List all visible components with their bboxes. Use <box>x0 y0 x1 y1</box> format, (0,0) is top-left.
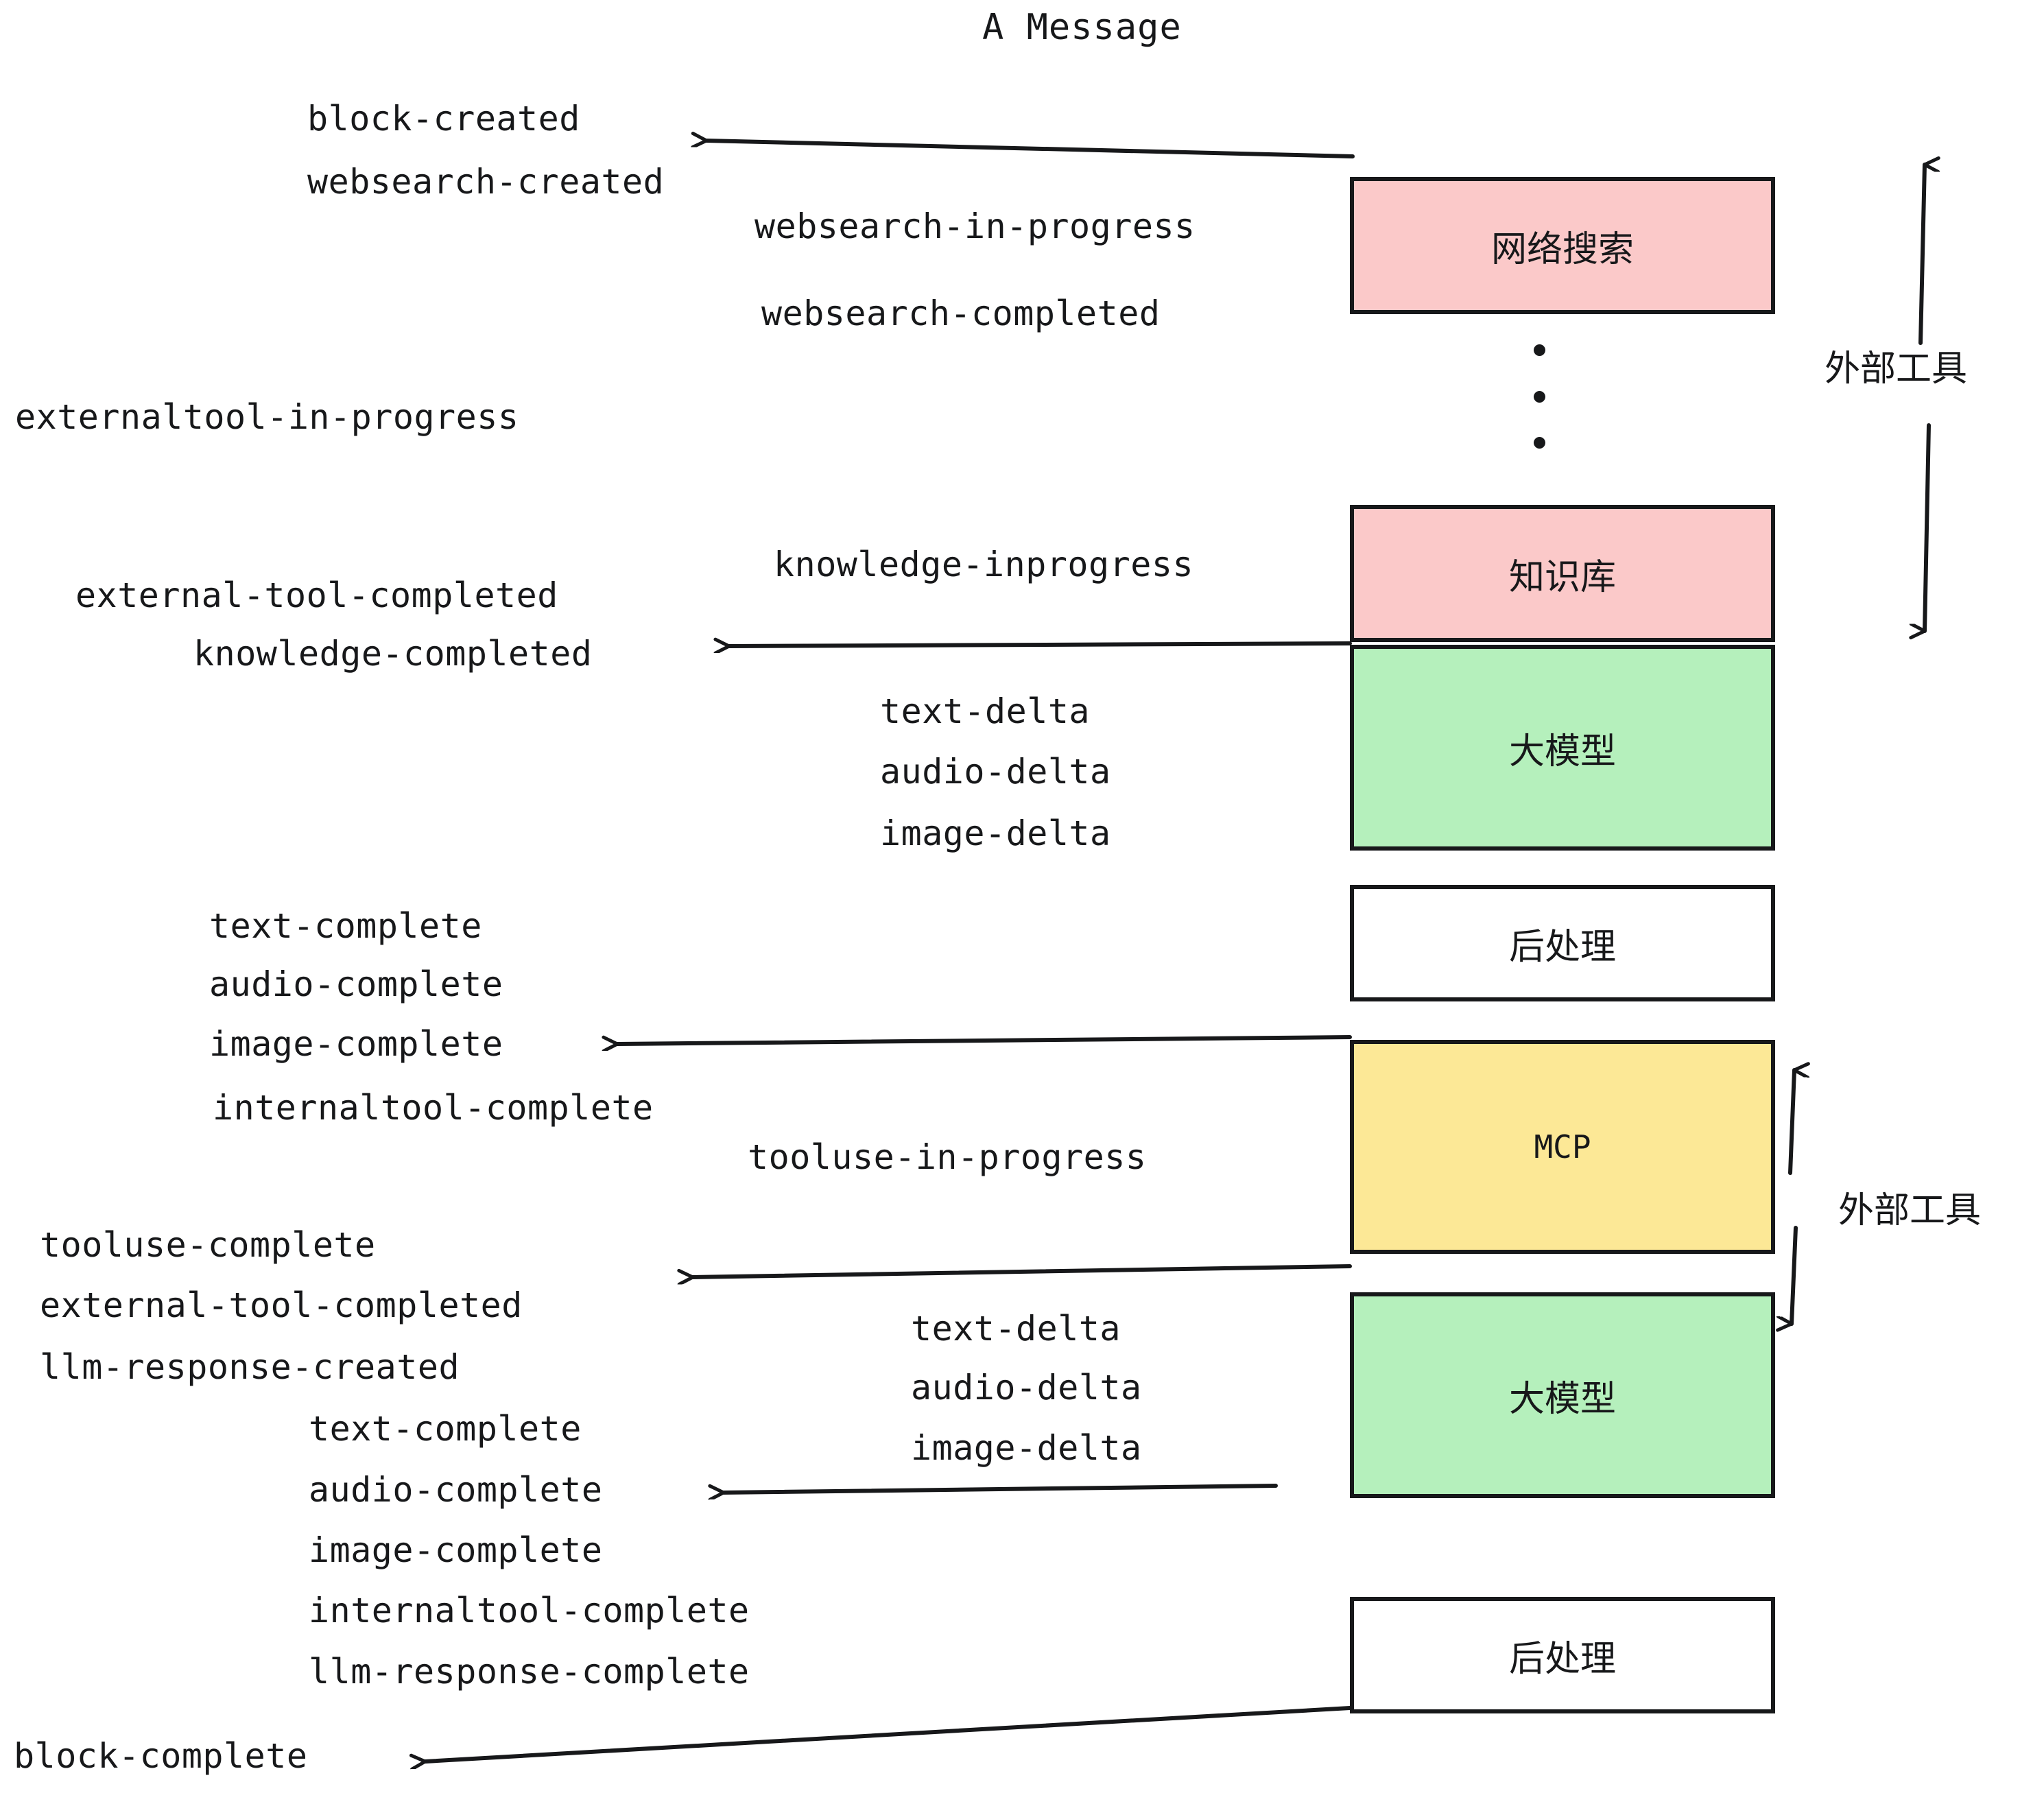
group-label-external-tools-top: 外部工具 <box>1825 348 1968 390</box>
event-audio-delta-1: audio-delta <box>880 752 1111 792</box>
node-mcp-label: MCP <box>1534 1128 1591 1165</box>
node-llm-2[interactable]: 大模型 <box>1350 1292 1775 1498</box>
external-tools-bracket-bottom <box>1790 1070 1796 1324</box>
arrow-websearch-out <box>706 141 1355 158</box>
event-block-created: block-created <box>307 99 580 139</box>
event-block-complete: block-complete <box>14 1736 308 1776</box>
arrow-post2-out <box>425 1706 1352 1761</box>
event-websearch-in-progress: websearch-in-progress <box>754 206 1196 246</box>
event-knowledge-completed: knowledge-completed <box>193 634 593 674</box>
event-external-tool-completed-2: external-tool-completed <box>40 1285 523 1325</box>
event-image-delta-1: image-delta <box>880 814 1111 853</box>
node-knowledge-label: 知识库 <box>1508 556 1616 598</box>
event-text-delta-2: text-delta <box>911 1309 1121 1349</box>
event-llm-response-created: llm-response-created <box>40 1347 460 1387</box>
node-knowledge[interactable]: 知识库 <box>1350 505 1775 642</box>
event-audio-complete-2: audio-complete <box>309 1470 603 1510</box>
arrow-mcp-out <box>693 1264 1352 1277</box>
node-llm-1[interactable]: 大模型 <box>1350 645 1775 851</box>
arrow-llm1-out <box>617 1035 1352 1044</box>
vertical-ellipsis-icon <box>1532 344 1546 449</box>
arrow-knowledge-out <box>729 643 1352 646</box>
node-llm-1-label: 大模型 <box>1508 731 1616 772</box>
event-llm-response-complete: llm-response-complete <box>309 1652 750 1692</box>
event-websearch-created: websearch-created <box>307 162 665 202</box>
event-knowledge-inprogress: knowledge-inprogress <box>774 545 1194 584</box>
diagram-title: A Message <box>982 7 1182 48</box>
event-internaltool-complete-1: internaltool-complete <box>213 1088 654 1128</box>
event-audio-complete-1: audio-complete <box>209 964 503 1004</box>
node-llm-2-label: 大模型 <box>1508 1378 1616 1420</box>
event-image-complete-1: image-complete <box>209 1024 503 1064</box>
node-postprocess-2-label: 后处理 <box>1508 1638 1616 1680</box>
external-tools-bracket-top <box>1921 165 1929 631</box>
arrow-llm2-out <box>724 1484 1278 1493</box>
node-mcp[interactable]: MCP <box>1350 1040 1775 1254</box>
node-postprocess-2[interactable]: 后处理 <box>1350 1597 1775 1713</box>
node-websearch-label: 网络搜索 <box>1490 228 1634 270</box>
event-external-tool-completed-1: external-tool-completed <box>75 575 558 615</box>
event-audio-delta-2: audio-delta <box>911 1368 1142 1408</box>
event-externaltool-in-progress: externaltool-in-progress <box>15 397 519 437</box>
node-postprocess-1-label: 后处理 <box>1508 926 1616 968</box>
node-postprocess-1[interactable]: 后处理 <box>1350 885 1775 1001</box>
event-image-complete-2: image-complete <box>309 1530 603 1570</box>
event-tooluse-in-progress: tooluse-in-progress <box>748 1137 1147 1177</box>
event-text-delta-1: text-delta <box>880 691 1091 731</box>
event-internaltool-complete-2: internaltool-complete <box>309 1591 750 1630</box>
node-websearch[interactable]: 网络搜索 <box>1350 177 1775 314</box>
event-image-delta-2: image-delta <box>911 1428 1142 1468</box>
event-websearch-completed: websearch-completed <box>761 294 1161 333</box>
event-text-complete-2: text-complete <box>309 1409 582 1449</box>
event-tooluse-complete: tooluse-complete <box>40 1225 376 1265</box>
group-label-external-tools-bottom: 外部工具 <box>1838 1190 1982 1231</box>
event-text-complete-1: text-complete <box>209 906 482 946</box>
